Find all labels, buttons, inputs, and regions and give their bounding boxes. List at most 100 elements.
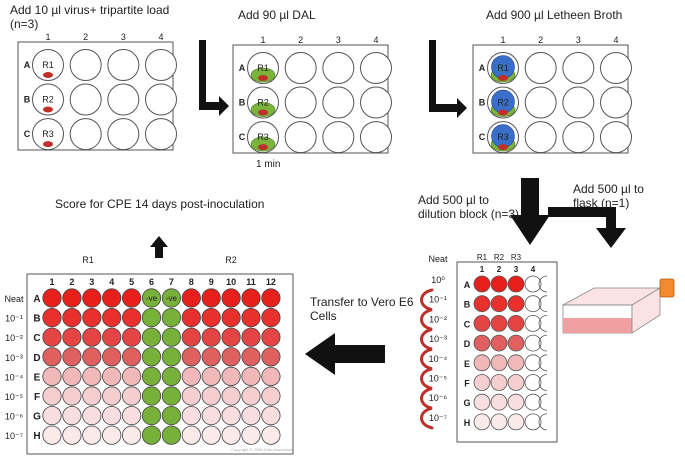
vero-col-label: 2	[69, 277, 74, 287]
plate1-col-label: 4	[158, 32, 163, 42]
plate2-row-label: C	[239, 132, 246, 142]
vero-well	[201, 347, 221, 367]
vero-well	[181, 347, 201, 367]
vero-well	[102, 366, 122, 386]
plate2-well	[322, 52, 355, 84]
vero-well	[62, 425, 82, 445]
dilution-well	[524, 413, 542, 431]
plate3-col-label: 3	[576, 35, 581, 45]
plate1-well	[107, 49, 140, 81]
dilution-well	[490, 354, 508, 372]
negative-control-well	[161, 386, 181, 406]
vero-well	[221, 405, 241, 426]
plate2-well	[284, 86, 317, 119]
plate3-sample-label: R2	[497, 98, 509, 108]
vero-well	[102, 307, 122, 328]
plate1-row-label: A	[24, 60, 31, 70]
plate1-well	[32, 118, 64, 151]
vero-well	[82, 366, 102, 386]
dilution-factor-label: 10⁻³	[429, 334, 447, 344]
vero-well	[122, 327, 142, 347]
plate3-well	[524, 121, 557, 154]
plate2-droplet	[258, 144, 268, 151]
plate3-well	[524, 52, 557, 84]
plate2-row-label: A	[239, 63, 246, 73]
plate1-droplet	[43, 141, 53, 148]
negative-control-well	[141, 366, 162, 386]
plate1-sample-label: R2	[42, 95, 54, 105]
vero-well	[122, 307, 142, 328]
vero-well	[261, 405, 281, 426]
vero-dilution-label: 10⁻⁷	[5, 431, 23, 441]
dilution-row-label: C	[464, 319, 471, 329]
plate1-droplet	[43, 72, 53, 78]
negative-control-well	[161, 405, 181, 426]
vero-well	[201, 288, 221, 308]
vero-well	[42, 386, 62, 406]
negative-control-label: -ve	[146, 294, 158, 303]
plate2-well	[322, 86, 355, 119]
plate3-well	[600, 121, 632, 154]
plate3-sample-label: R3	[497, 132, 509, 142]
vero-col-label: 10	[226, 277, 236, 287]
vero-well	[201, 307, 221, 328]
vero-well	[122, 347, 142, 367]
dilution-well	[490, 314, 508, 332]
dilution-well	[507, 314, 525, 332]
dilution-col-label: 1	[480, 265, 485, 274]
negative-control-well	[141, 405, 162, 426]
vero-well	[201, 386, 221, 406]
step1-label: Add 10 µl virus+ tripartite load (n=3)	[10, 3, 170, 31]
vero-row-label: B	[33, 314, 40, 325]
vero-well	[241, 288, 261, 308]
vero-well	[82, 425, 102, 445]
vero-col-label: 6	[149, 277, 154, 287]
vero-dilution-label: Neat	[4, 294, 24, 304]
flask-cap	[659, 278, 675, 298]
vero-well	[122, 288, 142, 308]
plate2-well	[360, 86, 392, 119]
vero-well	[181, 366, 201, 386]
plate3-row-label: C	[479, 132, 486, 142]
vero-well	[82, 288, 102, 308]
vero-well	[261, 425, 281, 445]
dilution-well	[473, 393, 491, 411]
vero-well	[221, 386, 241, 406]
dilution-col-label: 2	[497, 265, 502, 274]
vero-col-label: 11	[246, 277, 256, 287]
dilution-factor-label: 10⁻⁷	[429, 413, 447, 423]
vero-well	[241, 366, 261, 386]
dilution-well	[507, 393, 525, 411]
plate1-well	[32, 83, 64, 116]
score-label: Score for CPE 14 days post-inoculation	[55, 197, 265, 211]
plate2-col-label: 3	[336, 35, 341, 45]
vero-dilution-label: 10⁻⁶	[5, 412, 24, 422]
plate1-well	[69, 83, 102, 116]
vero-col-label: 1	[49, 277, 54, 287]
step2-label: Add 90 µl DAL	[238, 8, 316, 22]
vero-well	[241, 347, 261, 367]
vero-well	[181, 386, 201, 406]
vero-well	[201, 366, 221, 386]
vero-well	[241, 327, 261, 347]
dilution-well	[473, 354, 491, 372]
flask-medium	[563, 318, 632, 333]
plate3-row-label: A	[479, 63, 486, 73]
plate1-row-label: B	[24, 95, 31, 105]
vero-well	[261, 327, 281, 347]
vero-well	[82, 405, 102, 426]
vero-col-label: 3	[89, 277, 94, 287]
step5-label: Add 500 µl to flask (n=1)	[573, 182, 644, 210]
vero-well	[181, 425, 201, 445]
negative-control-well	[161, 425, 181, 445]
vero-well	[102, 405, 122, 426]
plate1-well	[69, 49, 102, 81]
vero-well	[221, 327, 241, 347]
dilution-well	[524, 295, 542, 313]
vero-well	[221, 425, 241, 445]
vero-well	[102, 347, 122, 367]
serial-dilution-tubing	[420, 288, 434, 430]
vero-well	[102, 425, 122, 445]
plate3-col-label: 4	[613, 35, 618, 45]
vero-well	[42, 288, 62, 308]
